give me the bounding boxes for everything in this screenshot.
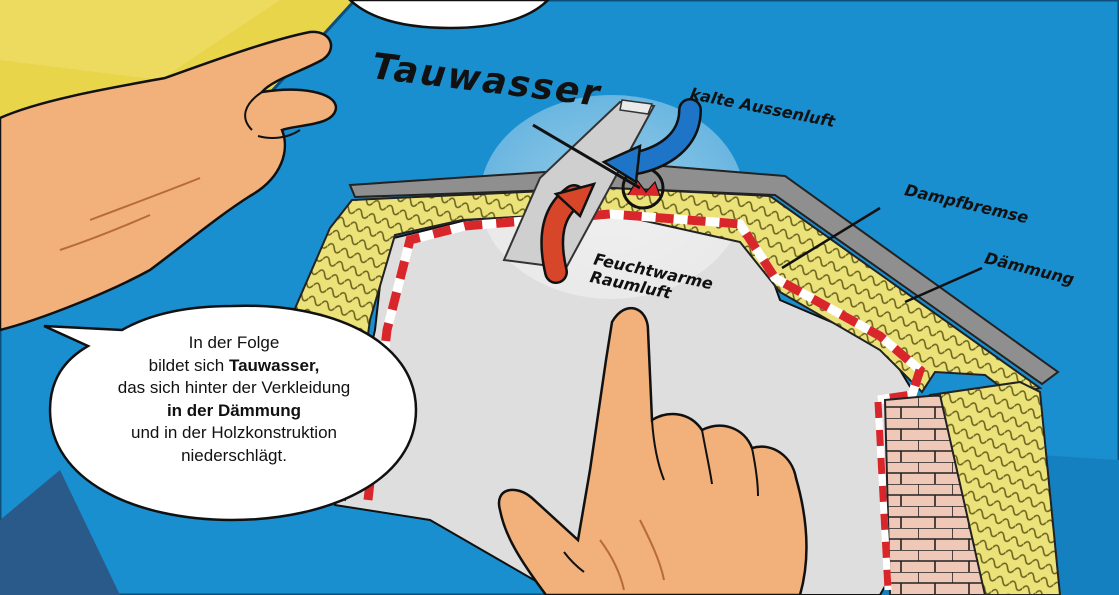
bubble-line-2: bildet sich Tauwasser, — [112, 355, 356, 378]
bubble-line-2-bold: Tauwasser, — [229, 356, 319, 375]
bubble-line-1: In der Folge — [112, 332, 356, 355]
bubble-line-4: in der Dämmung — [112, 400, 356, 423]
bubble-line-2-prefix: bildet sich — [149, 356, 229, 375]
bubble-line-3: das sich hinter der Verkleidung — [112, 377, 356, 400]
bubble-line-6: niederschlägt. — [112, 445, 356, 468]
bubble-line-4-bold: in der Dämmung — [167, 401, 301, 420]
bubble-line-5: und in der Holzkonstruktion — [112, 422, 356, 445]
speech-bubble-text: In der Folge bildet sich Tauwasser, das … — [112, 332, 356, 467]
